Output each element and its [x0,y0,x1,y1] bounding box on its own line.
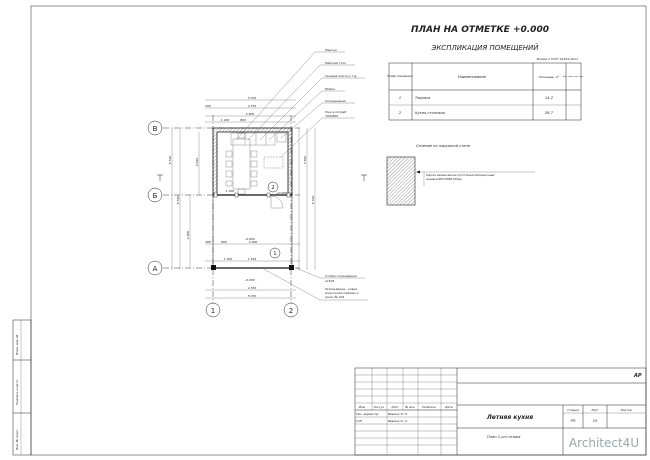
axis-marker-2: 2 [283,302,299,318]
floor-plan: В Б А 1 2 2 1 +0.000 -0.050 -0.050 5 070… [147,48,368,318]
dimension: 3 840 [195,158,199,167]
header-area: Площадь, м² [539,75,560,79]
svg-text:1: 1 [273,251,276,257]
tb-col: № док [404,405,415,409]
header-category: Кат. поме- ще- ния [563,76,584,78]
leader-label: Мойка [325,87,335,91]
sheets-label: Листов [619,408,631,412]
side-stamp-sign: Подпись и дата [15,380,19,405]
svg-text:Б: Б [153,192,158,200]
explication-title: ЭКСПЛИКАЦИЯ ПОМЕЩЕНИЙ [430,43,539,52]
sheet-value: 10 [593,419,598,423]
axis-marker-v: В [147,120,163,136]
svg-text:А: А [153,265,158,273]
tb-col: Кол.уч [374,405,385,409]
leader-label: 700х800 [325,114,338,118]
stage-value: РП [571,419,576,423]
tb-role: Ген. директор [356,412,379,416]
dining-table [232,138,251,190]
architect4u-logo: Architect4U [569,436,639,450]
row-num: 2 [399,111,402,115]
section-title: Сечение по наружной стене [416,144,471,148]
sheet-title: План 1-ого этажа [487,435,520,439]
dimension: 1 000 [226,189,235,193]
tb-col: Дата [444,405,453,409]
leader-label: Ограждение - ковка [325,287,357,291]
leader-label: Рабочий стол [325,61,346,65]
side-stamp-replace: Взам. инв. № [15,335,19,355]
dimension: 250 [205,104,211,108]
axis-marker-1: 1 [205,302,221,318]
dimension: 6 540 [176,196,180,205]
page-title: ПЛАН НА ОТМЕТКЕ +0.000 [411,25,549,35]
leader-label: лс5х5 [324,279,334,283]
header-name: Наименование [458,75,487,79]
level-mark: +0.000 [276,191,287,195]
explication-table: Номер помещения Наименование Площадь, м²… [387,62,584,121]
level-mark: -0.050 [245,237,255,241]
dimension: 6 540 [311,196,315,205]
tb-role: ГАП [356,419,363,423]
dimension: 1 300 [224,257,233,261]
side-stamp-inv: Инв. № подл. [15,429,19,450]
svg-text:2: 2 [289,307,293,315]
dimension: 1 545 [248,257,257,261]
level-mark: -0.050 [245,278,255,282]
row-name: Терраса [415,96,430,100]
row-name: Кухня-столовая [415,111,446,115]
side-stamp: Инв. № подл. Подпись и дата Взам. инв. № [12,319,32,456]
dimension: 2 800 [186,231,190,240]
row-num: 1 [399,96,401,100]
dimension: 3 600 [246,112,255,116]
svg-text:В: В [153,125,158,133]
leader-label: Газовая плита и т.д. [325,74,357,78]
leader-label: эскиз № 201 [325,295,344,299]
tb-col: Подпись [422,405,436,409]
svg-text:2: 2 [271,185,274,191]
dimension: 5 070 [248,96,257,100]
room-marker-2: 2 [267,181,279,193]
title-block: Изм Кол.уч Лист № док Подпись Дата Ген. … [354,367,647,456]
dimension: 800 [240,118,246,122]
axis-marker-b: Б [147,187,163,203]
row-area: 14,2 [545,96,554,100]
leader-label: Мангал [325,48,337,52]
leader-label: Холодильник [324,99,346,103]
stage-label: Стадия [567,408,579,412]
dimension: 1 200 [221,118,230,122]
axis-marker-a: А [147,260,163,276]
tb-col: Изм [359,405,366,409]
wall-section: Сечение по наружной стене Кирпич керамич… [386,144,535,206]
tb-col: Лист [390,405,399,409]
leader-label: Стойки ограждения [325,274,357,278]
sheet-frame [30,5,647,456]
section-note: лицевой ЖЕСТОВИ 250мм [425,177,462,181]
header-num: Номер помещения [387,74,413,78]
dimension: 380 [205,240,211,244]
dimension: 900 [221,240,227,244]
row-area: 26,7 [545,111,554,115]
dimension: 2 000 [249,240,258,244]
dimension: 5 070 [248,294,257,298]
dimension: 4 570 [248,104,257,108]
explication-form: Форма 2 ГОСТ 21501-2011 [537,57,579,61]
svg-text:1: 1 [211,307,215,315]
doc-code: АР [633,373,642,379]
project-name: Летняя кухня [486,414,533,421]
leader-label: www.kovka-metalla.ru [325,291,359,295]
dimension: 3 840 [303,156,307,165]
tb-name: Бевзюк Э. Н. [388,412,408,416]
dimension: 6 540 [168,156,172,165]
tb-name: Бевзюк О. З. [388,419,408,423]
sheet-label: Лист [590,408,599,412]
leader-label: Люк в погреб [324,110,346,114]
dimension: 4 570 [248,286,257,290]
room-marker-1: 1 [269,247,281,259]
section-note: Кирпич керамический пустотелый облицовоч… [426,173,495,177]
